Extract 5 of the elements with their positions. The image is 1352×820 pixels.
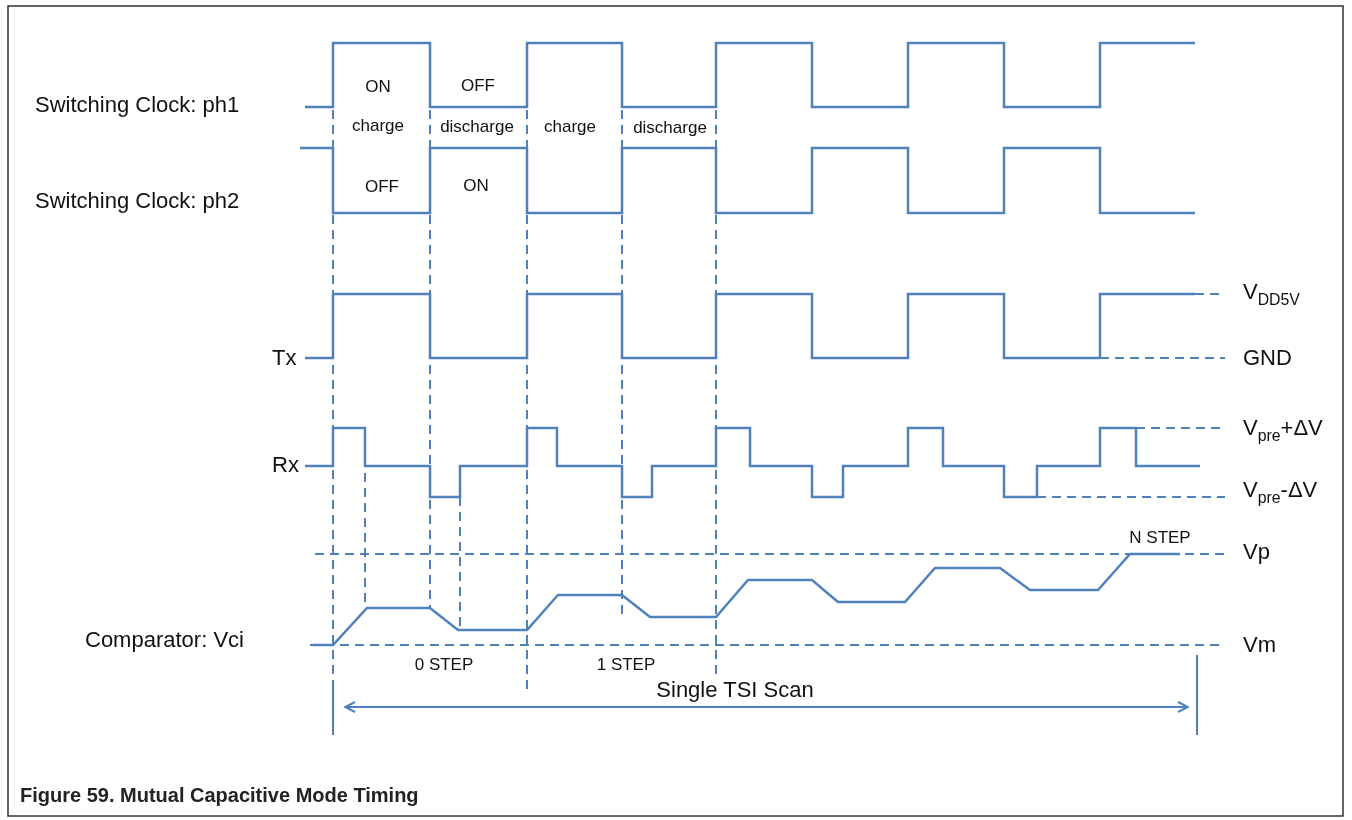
phase-label: discharge <box>440 117 514 137</box>
phase-label: charge <box>544 117 596 137</box>
phase-label: charge <box>352 116 404 136</box>
figure-caption: Figure 59. Mutual Capacitive Mode Timing <box>20 784 419 807</box>
phase-label: discharge <box>633 118 707 138</box>
